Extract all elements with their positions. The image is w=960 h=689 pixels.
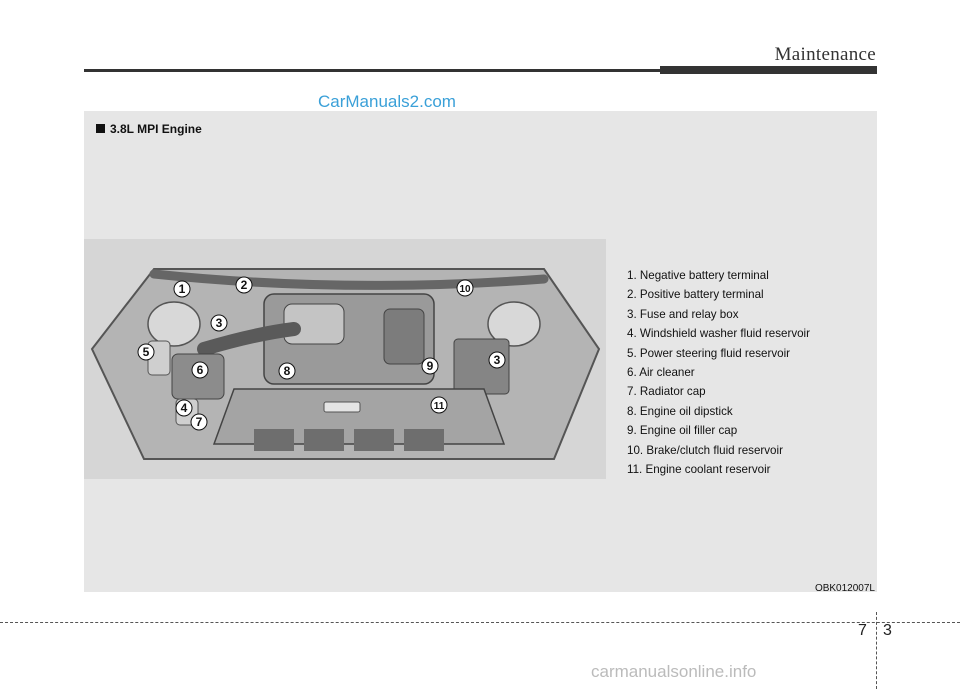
component-legend: 1. Negative battery terminal 2. Positive…	[627, 266, 810, 479]
svg-text:2: 2	[241, 278, 248, 292]
callout-8: 8	[278, 362, 296, 380]
legend-item: 8. Engine oil dipstick	[627, 404, 733, 418]
footer-divider	[0, 622, 960, 623]
callout-6: 6	[191, 361, 209, 379]
engine-compartment-illustration: 1 2 3 3 5 6 8 9 10 4 7 11	[84, 239, 606, 479]
legend-item: 3. Fuse and relay box	[627, 307, 739, 321]
bullet-square-icon	[96, 124, 105, 133]
svg-text:7: 7	[196, 415, 203, 429]
header-rule	[84, 69, 660, 72]
header-rule-accent	[660, 66, 877, 74]
chapter-number: 7	[858, 622, 867, 639]
figure-heading: 3.8L MPI Engine	[96, 122, 202, 136]
figure-heading-text: 3.8L MPI Engine	[110, 122, 202, 136]
svg-text:5: 5	[143, 345, 150, 359]
svg-text:1: 1	[179, 282, 186, 296]
figure-code: OBK012007L	[814, 583, 875, 594]
section-title: Maintenance	[774, 44, 876, 65]
legend-item: 7. Radiator cap	[627, 385, 706, 399]
svg-text:4: 4	[181, 401, 188, 415]
callout-4: 4	[175, 399, 193, 417]
callout-11: 11	[430, 396, 448, 414]
svg-text:3: 3	[216, 316, 223, 330]
svg-text:11: 11	[434, 401, 445, 412]
watermark-link[interactable]: CarManuals2.com	[318, 92, 456, 111]
legend-item: 1. Negative battery terminal	[627, 269, 769, 282]
callout-5: 5	[137, 343, 155, 361]
svg-text:10: 10	[459, 284, 471, 295]
legend-item: 2. Positive battery terminal	[627, 288, 764, 302]
callout-9: 9	[421, 357, 439, 375]
page-number-divider	[876, 612, 877, 689]
callout-3-left: 3	[210, 314, 228, 332]
svg-text:9: 9	[427, 359, 434, 373]
callout-10: 10	[456, 279, 474, 297]
svg-text:8: 8	[284, 364, 291, 378]
legend-item: 10. Brake/clutch fluid reservoir	[627, 443, 783, 457]
svg-text:3: 3	[494, 353, 501, 367]
watermark-footer[interactable]: carmanualsonline.info	[591, 662, 757, 681]
page-number: 3	[883, 622, 892, 639]
callout-3-right: 3	[488, 351, 506, 369]
legend-item: 11. Engine coolant reservoir	[627, 462, 771, 476]
callout-2: 2	[235, 276, 253, 294]
legend-item: 9. Engine oil filler cap	[627, 424, 738, 438]
legend-item: 6. Air cleaner	[627, 365, 695, 379]
svg-text:6: 6	[197, 363, 204, 377]
engine-figure-panel: 3.8L MPI Engine 1 2	[84, 111, 877, 594]
callout-7: 7	[190, 413, 208, 431]
legend-item: 5. Power steering fluid reservoir	[627, 346, 791, 360]
legend-item: 4. Windshield washer fluid reservoir	[627, 327, 810, 341]
callout-1: 1	[173, 280, 191, 298]
